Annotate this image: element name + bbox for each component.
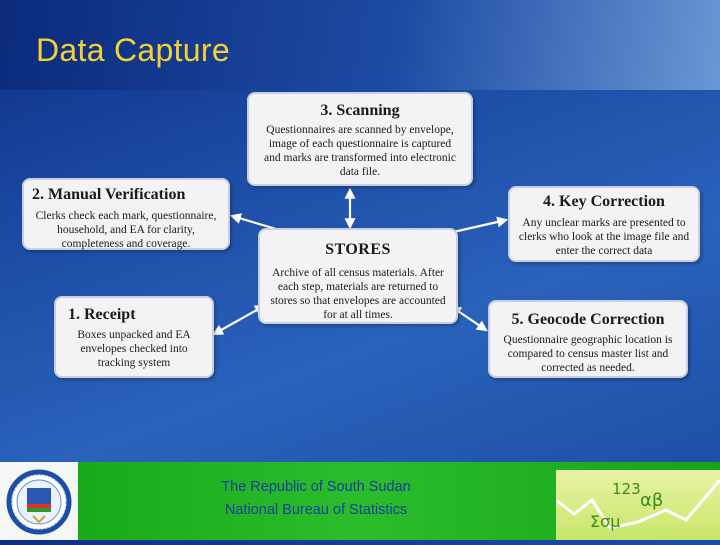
step-manual-verification-box: 2. Manual Verification Clerks check each… — [22, 178, 230, 250]
step-key-correction-box: 4. Key Correction Any unclear marks are … — [508, 186, 700, 262]
step-receipt-box: 1. Receipt Boxes unpacked and EA envelop… — [54, 296, 214, 378]
slide-title: Data Capture — [36, 32, 230, 68]
step-manual-verification-description: Clerks check each mark, questionnaire, h… — [35, 210, 217, 250]
nbs-seal-icon — [6, 469, 72, 535]
footer-organization: The Republic of South Sudan National Bur… — [160, 476, 472, 522]
math-greek-bottom: Σσμ — [590, 512, 621, 531]
stores-heading: STORES — [325, 241, 391, 258]
step-scanning-description: Questionnaires are scanned by envelope, … — [264, 124, 456, 178]
header-band — [0, 0, 720, 90]
math-greek-top: αβ — [640, 490, 664, 511]
trend-line-icon — [556, 479, 720, 530]
step-receipt-description: Boxes unpacked and EA envelopes checked … — [77, 329, 191, 369]
footer-line-2: National Bureau of Statistics — [224, 502, 408, 518]
logo-area — [0, 462, 78, 540]
step-key-correction-heading: 4. Key Correction — [543, 193, 665, 210]
step-key-correction-description: Any unclear marks are presented to clerk… — [518, 217, 690, 257]
footer-bar: The Republic of South Sudan National Bur… — [0, 462, 720, 540]
step-geocode-correction-heading: 5. Geocode Correction — [511, 311, 665, 328]
arrow-receipt-stores — [212, 304, 266, 336]
math-decoration: 123 αβ Σσμ — [556, 470, 720, 540]
step-receipt-heading: 1. Receipt — [68, 306, 136, 323]
step-scanning-box: 3. Scanning Questionnaires are scanned b… — [247, 92, 473, 186]
step-geocode-correction-box: 5. Geocode Correction Questionnaire geog… — [488, 300, 688, 378]
step-geocode-correction-description: Questionnaire geographic location is com… — [503, 334, 673, 374]
stores-description: Archive of all census materials. After e… — [270, 267, 446, 321]
step-manual-verification-heading: 2. Manual Verification — [32, 186, 186, 203]
stores-box: STORES Archive of all census materials. … — [258, 228, 458, 324]
footer-line-1: The Republic of South Sudan — [221, 479, 411, 495]
step-scanning-heading: 3. Scanning — [320, 102, 400, 119]
math-numbers: 123 — [612, 480, 641, 498]
